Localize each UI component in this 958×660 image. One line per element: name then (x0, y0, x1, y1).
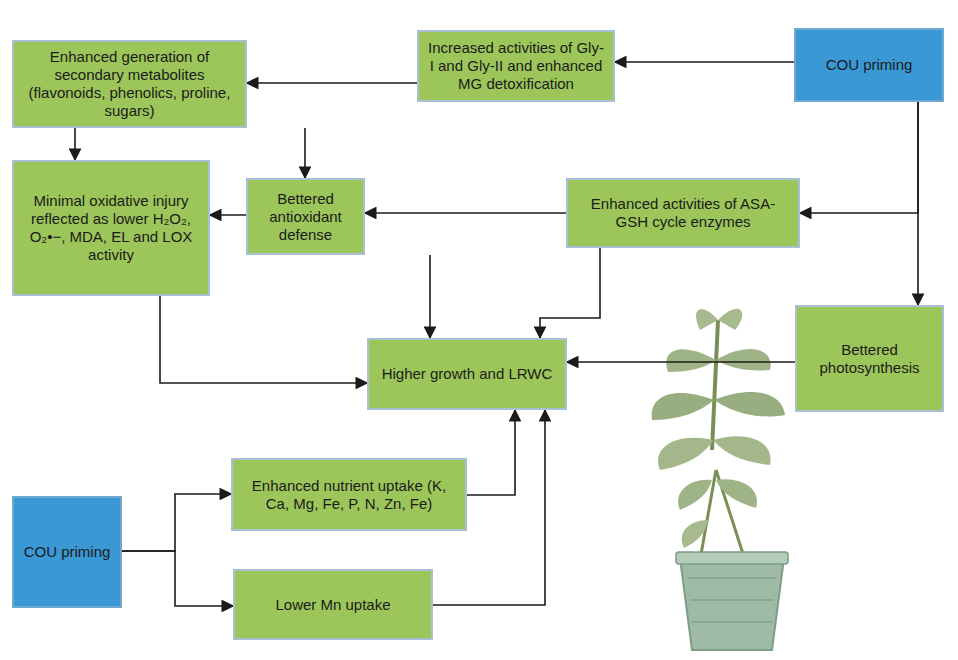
flow-arrow (210, 214, 246, 216)
flow-arrow (365, 212, 566, 214)
box-label: COU priming (826, 56, 913, 74)
flow-arrow (540, 248, 600, 338)
process-box: Increased activities of Gly-I and Gly-II… (417, 30, 615, 102)
flow-arrow (247, 82, 417, 84)
flow-arrow (917, 102, 919, 305)
potted-plant (652, 309, 788, 650)
box-label: Bettered antioxidant defense (256, 190, 355, 244)
process-box: Enhanced generation of secondary metabol… (12, 40, 247, 128)
flow-arrow (467, 410, 515, 495)
box-label: Enhanced nutrient uptake (K, Ca, Mg, Fe,… (241, 477, 457, 513)
flow-arrow (567, 361, 795, 363)
flow-arrow (429, 255, 431, 338)
outcome-box: Higher growth and LRWC (367, 338, 567, 410)
process-box: Bettered antioxidant defense (246, 178, 365, 255)
treatment-box: COU priming (12, 496, 122, 608)
flow-arrow (800, 102, 918, 213)
box-label: COU priming (24, 543, 111, 561)
box-label: Bettered photosynthesis (805, 341, 934, 377)
process-box: Bettered photosynthesis (795, 305, 944, 412)
flow-arrow (160, 296, 367, 383)
process-box: Enhanced nutrient uptake (K, Ca, Mg, Fe,… (231, 458, 467, 531)
box-label: Enhanced activities of ASA-GSH cycle enz… (576, 195, 790, 231)
flow-arrow (122, 494, 231, 551)
treatment-box: COU priming (794, 28, 944, 102)
flow-arrow (74, 128, 76, 160)
box-label: Higher growth and LRWC (382, 365, 553, 383)
box-label: Minimal oxidative injury reflected as lo… (22, 192, 200, 264)
box-label: Enhanced generation of secondary metabol… (22, 48, 237, 120)
box-label: Increased activities of Gly-I and Gly-II… (427, 39, 605, 93)
flow-arrow (304, 128, 306, 178)
box-label: Lower Mn uptake (275, 596, 390, 614)
process-box: Enhanced activities of ASA-GSH cycle enz… (566, 178, 800, 248)
process-box: Minimal oxidative injury reflected as lo… (12, 160, 210, 296)
flow-arrow (615, 61, 794, 63)
flow-arrow (122, 551, 233, 606)
process-box: Lower Mn uptake (233, 569, 433, 640)
